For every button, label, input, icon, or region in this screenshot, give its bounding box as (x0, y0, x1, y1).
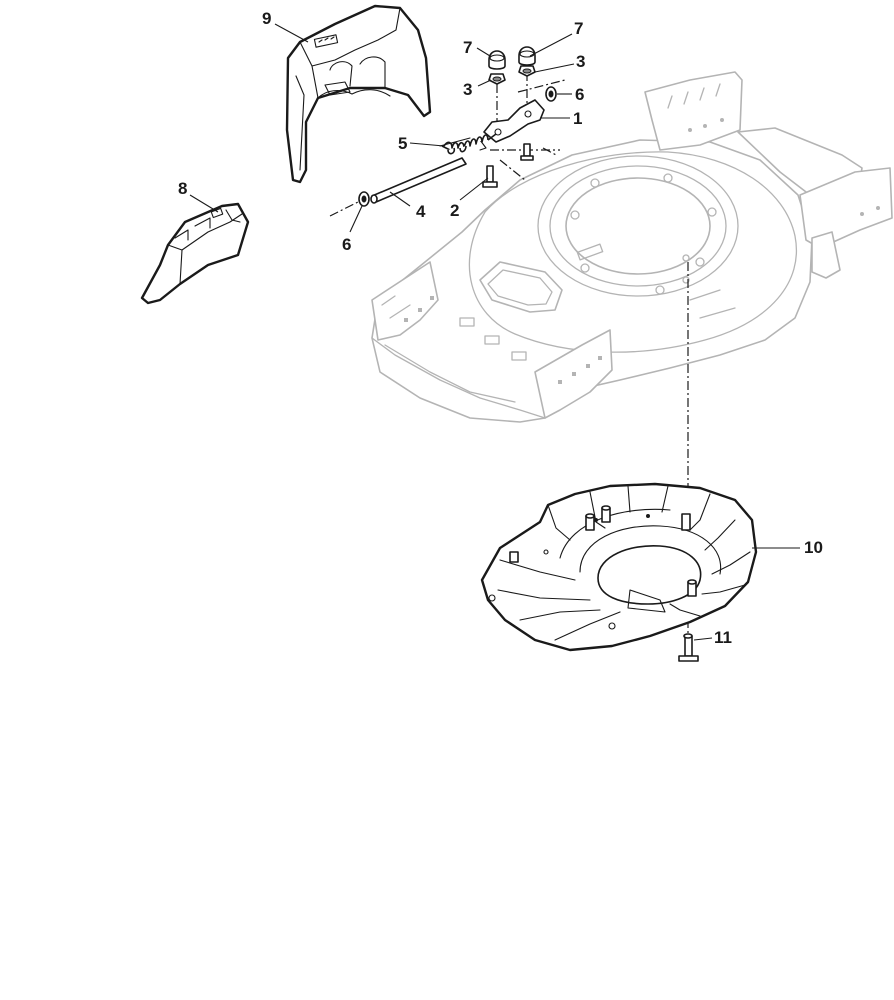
part-9-rear-guard (285, 4, 432, 184)
part-10-blade-baffle (480, 482, 758, 652)
callout-4: 4 (416, 202, 426, 221)
callout-5: 5 (398, 134, 407, 153)
callout-9: 9 (262, 9, 271, 28)
callout-6-left: 6 (342, 235, 351, 254)
part-5-spring (441, 133, 497, 155)
part-3-nuts (488, 65, 536, 85)
callout-6-right: 6 (575, 85, 584, 104)
callout-1: 1 (573, 109, 582, 128)
callout-7-left: 7 (463, 38, 472, 57)
callout-labels: 7 7 3 3 6 1 5 2 4 6 8 9 10 11 (178, 9, 823, 647)
callout-2: 2 (450, 201, 459, 220)
callout-8: 8 (178, 179, 187, 198)
part-1-lever-plate (479, 99, 545, 151)
part-4-rod (370, 137, 471, 204)
callout-10: 10 (804, 538, 823, 557)
callout-3-right: 3 (576, 52, 585, 71)
part-7-caps (488, 46, 536, 70)
callout-7-right: 7 (574, 19, 583, 38)
part-8-side-deflector (140, 202, 250, 305)
mower-deck (371, 71, 893, 423)
part-2-screws (482, 143, 534, 188)
part-11-bolt (678, 633, 699, 662)
callout-11: 11 (714, 628, 732, 647)
leader-lines (189, 23, 800, 641)
part-6-washers (358, 86, 557, 207)
callout-3-left: 3 (463, 80, 472, 99)
